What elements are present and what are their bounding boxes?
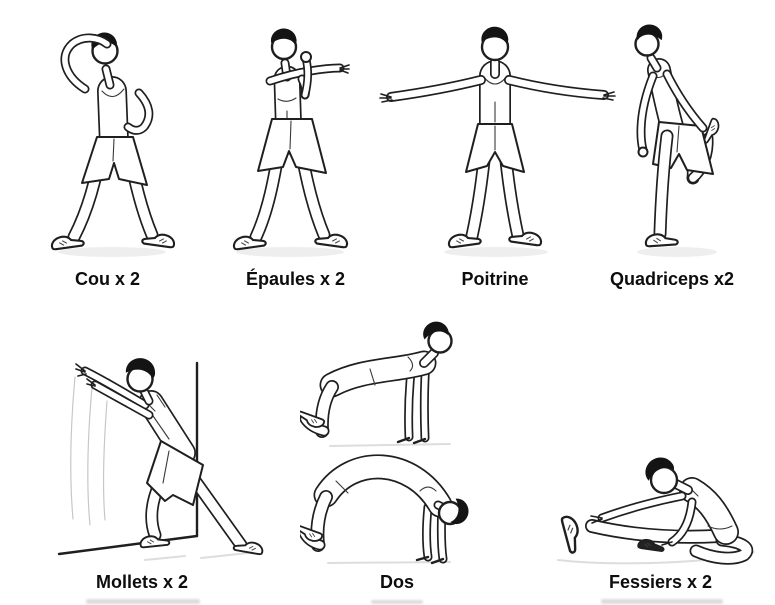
wall-base-line <box>57 534 199 556</box>
fist <box>637 146 649 158</box>
ground-shadow <box>236 247 344 257</box>
open-hand <box>339 64 350 74</box>
exercise-label-mollets: Mollets x 2 <box>95 572 189 592</box>
shorts <box>257 118 327 174</box>
glute-stretch-illustration <box>557 452 755 565</box>
back-stretch-illustration <box>300 318 470 565</box>
shorts <box>81 136 148 186</box>
exercise-label-poitrine: Poitrine <box>461 269 529 289</box>
exercise-figure-fessiers <box>540 448 768 570</box>
bottom-smudge <box>601 599 723 604</box>
ground-shadow <box>327 561 451 564</box>
bottom-smudge <box>86 599 200 604</box>
exercise-figure-poitrine <box>375 18 620 260</box>
exercise-figure-mollets <box>45 355 265 567</box>
shoulder-stretch-illustration <box>231 27 350 257</box>
quad-stretch-illustration <box>634 22 722 257</box>
hands-flat <box>415 555 445 565</box>
exercise-figure-cou <box>40 15 175 260</box>
exercise-label-dos: Dos <box>379 572 414 592</box>
floor-shadow <box>144 551 258 561</box>
ground-shadow <box>637 247 717 257</box>
exercise-figure-epaules <box>230 15 365 260</box>
hands-flat <box>396 436 427 445</box>
fist <box>300 51 312 63</box>
exercise-label-fessiers: Fessiers x 2 <box>608 572 713 592</box>
hands-on-wall <box>75 363 96 387</box>
open-hands <box>379 91 616 103</box>
exercise-label-epaules: Épaules x 2 <box>245 269 346 289</box>
reaching-hand <box>590 515 603 524</box>
shorts <box>146 440 204 506</box>
ground-shadow <box>58 247 166 257</box>
exercise-figure-quadriceps <box>615 18 750 260</box>
extended-foot-shoe-icon <box>560 513 585 555</box>
exercise-label-cou: Cou x 2 <box>74 269 140 289</box>
exercise-label-quadriceps: Quadriceps x2 <box>609 269 735 289</box>
exercise-figure-dos <box>300 305 470 567</box>
ground-shadow <box>329 443 451 447</box>
standing-shoe-icon <box>644 231 679 248</box>
front-shoe-icon <box>138 533 171 549</box>
calf-stretch-illustration <box>57 356 265 561</box>
wall-hatching <box>70 376 122 526</box>
ground-shadow <box>444 247 548 257</box>
bottom-smudge <box>371 600 423 604</box>
lower-hand <box>661 541 673 546</box>
chest-stretch-illustration <box>379 26 616 257</box>
neck-stretch-illustration <box>49 29 175 257</box>
